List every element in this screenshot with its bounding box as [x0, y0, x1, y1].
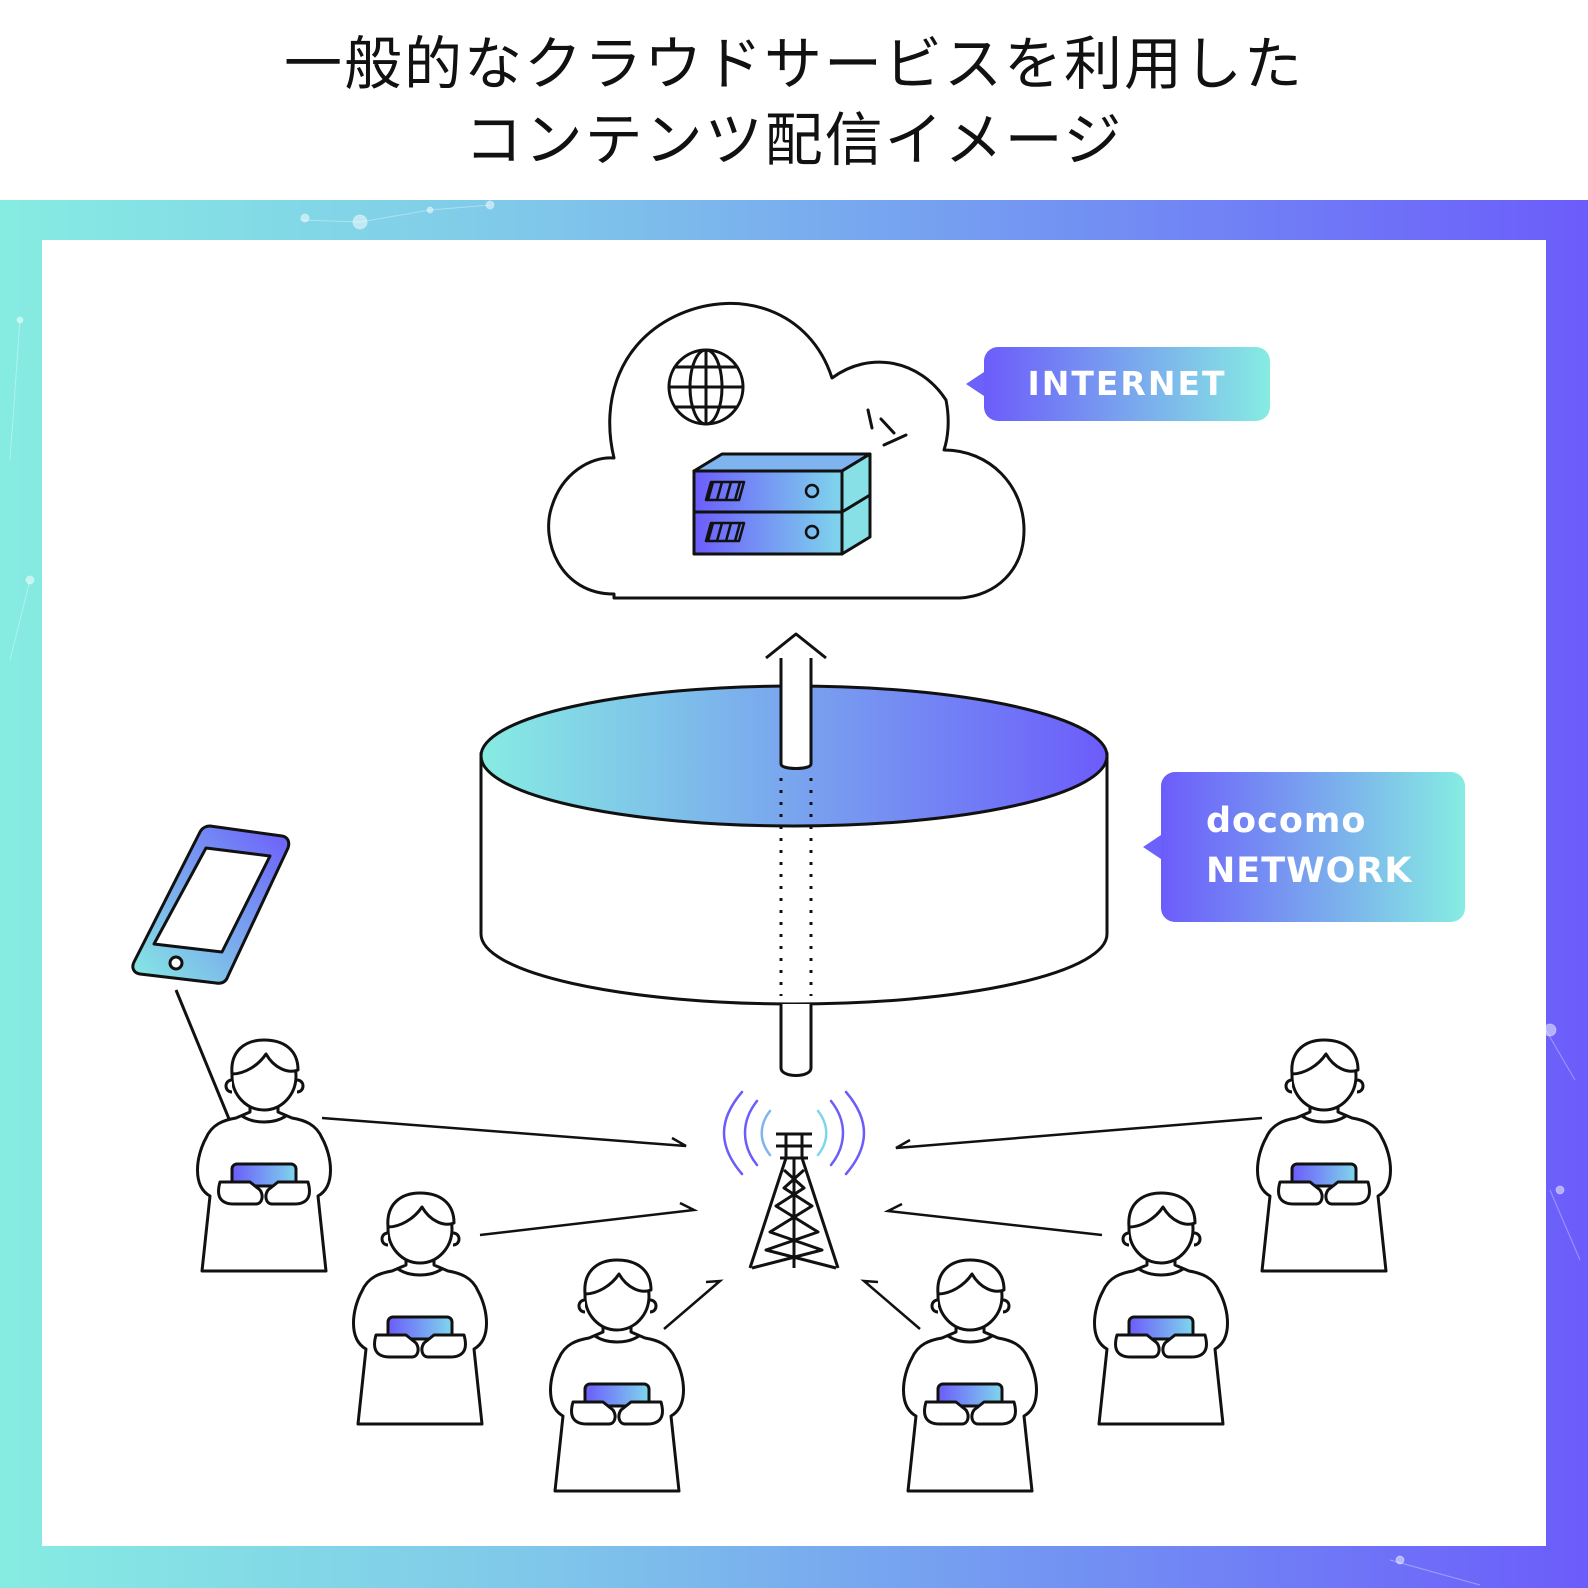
- globe-icon: [667, 348, 745, 426]
- docomo-label-line-1: docomo: [1206, 801, 1367, 841]
- cloud-shape: [547, 301, 1026, 600]
- user-6: [1256, 1038, 1392, 1273]
- docomo-network-cylinder: [479, 684, 1109, 1006]
- network-pattern-decoration: [9, 200, 1581, 1586]
- tablet-icon: [131, 824, 291, 985]
- user-2: [352, 1191, 488, 1426]
- upload-arrow: [765, 632, 827, 660]
- user-to-tower-arrows: [321, 1116, 1263, 1330]
- server-icon: [692, 452, 872, 556]
- title-line-1: 一般的なクラウドサービスを利用した: [283, 30, 1304, 98]
- arrow-shaft: [779, 658, 813, 1077]
- internet-label: INTERNET: [966, 347, 1270, 421]
- server-signal-marks: [866, 408, 908, 447]
- diagram-title: 一般的なクラウドサービスを利用した コンテンツ配信イメージ: [0, 26, 1588, 178]
- docomo-network-label: docomo NETWORK: [1143, 772, 1465, 922]
- user-3: [549, 1258, 685, 1493]
- user-4: [902, 1258, 1038, 1493]
- cell-tower-icon: [722, 1090, 866, 1270]
- title-line-2: コンテンツ配信イメージ: [464, 106, 1124, 174]
- docomo-label-line-2: NETWORK: [1206, 851, 1413, 891]
- internet-label-text: INTERNET: [1027, 364, 1227, 403]
- user-1: [196, 1038, 332, 1273]
- user-5: [1093, 1191, 1229, 1426]
